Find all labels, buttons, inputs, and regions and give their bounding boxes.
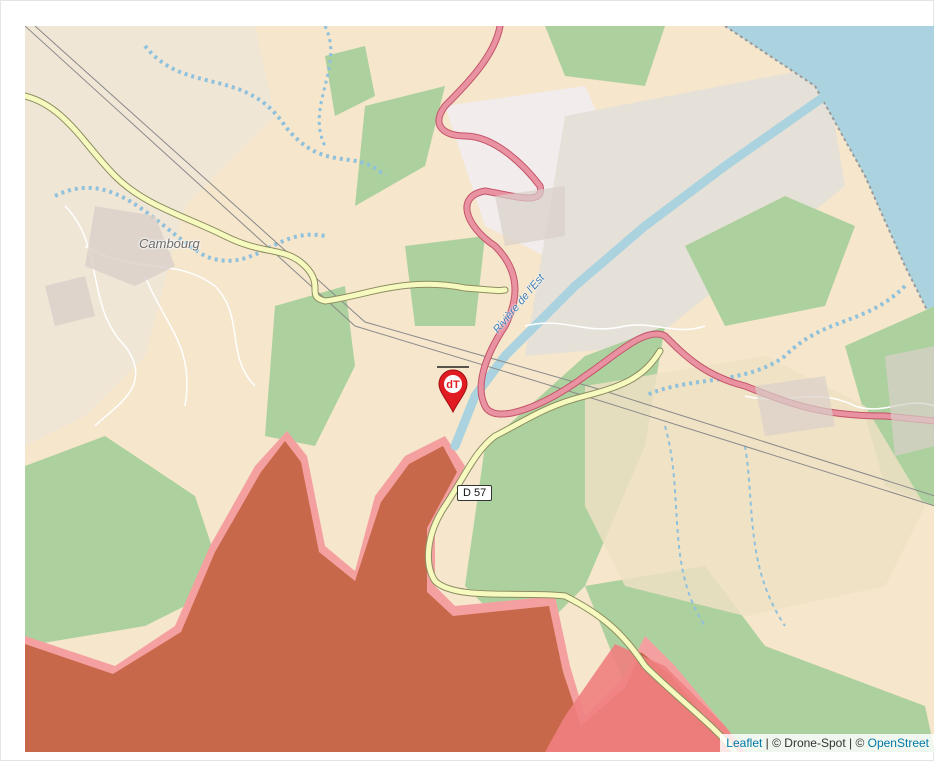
village-area — [85, 206, 175, 286]
forest-area — [325, 46, 375, 116]
road-label-d57: D 57 — [457, 485, 493, 501]
track-line — [64, 205, 137, 427]
map-viewport[interactable]: Cambourg Rivière de l'Est D 57 dT Leafle… — [25, 26, 934, 752]
secondary-road — [425, 348, 738, 752]
primary-road — [436, 26, 934, 424]
scrub-area — [585, 356, 925, 616]
map-tiles — [25, 26, 934, 752]
marker-logo-text: dT — [446, 379, 460, 391]
drone-spot-marker[interactable]: dT — [435, 364, 471, 414]
forest-area — [685, 196, 855, 326]
power-line — [34, 26, 934, 497]
forest-area — [265, 286, 355, 446]
village-area — [45, 276, 95, 326]
village-area — [755, 376, 835, 436]
village-area — [885, 346, 934, 456]
track-line — [144, 275, 188, 407]
river-line — [450, 91, 830, 451]
secondary-road — [25, 93, 508, 304]
stream-line — [317, 26, 333, 147]
place-label-cambourg: Cambourg — [139, 236, 200, 251]
stream-line — [644, 284, 907, 398]
stream-line — [143, 44, 387, 178]
attribution-text: | © Drone-Spot | © — [762, 736, 868, 750]
sea-area — [725, 26, 934, 324]
track-line — [524, 322, 706, 331]
stream-line — [664, 425, 706, 627]
forest-area — [405, 236, 485, 326]
leaflet-link[interactable]: Leaflet — [726, 736, 763, 750]
map-attribution: Leaflet | © Drone-Spot | © OpenStreet — [720, 734, 934, 752]
forest-area — [355, 86, 445, 206]
forest-area — [25, 436, 225, 646]
coastline — [724, 26, 934, 327]
map-pin-icon: dT — [437, 366, 469, 414]
power-line — [25, 26, 934, 507]
forest-area — [545, 26, 665, 86]
stream-line — [54, 185, 326, 263]
openstreetmap-link[interactable]: OpenStreet — [867, 736, 929, 750]
restricted-zone-edge — [545, 644, 745, 752]
stream-line — [744, 445, 786, 627]
restricted-zone — [25, 441, 733, 752]
village-area — [495, 186, 565, 246]
